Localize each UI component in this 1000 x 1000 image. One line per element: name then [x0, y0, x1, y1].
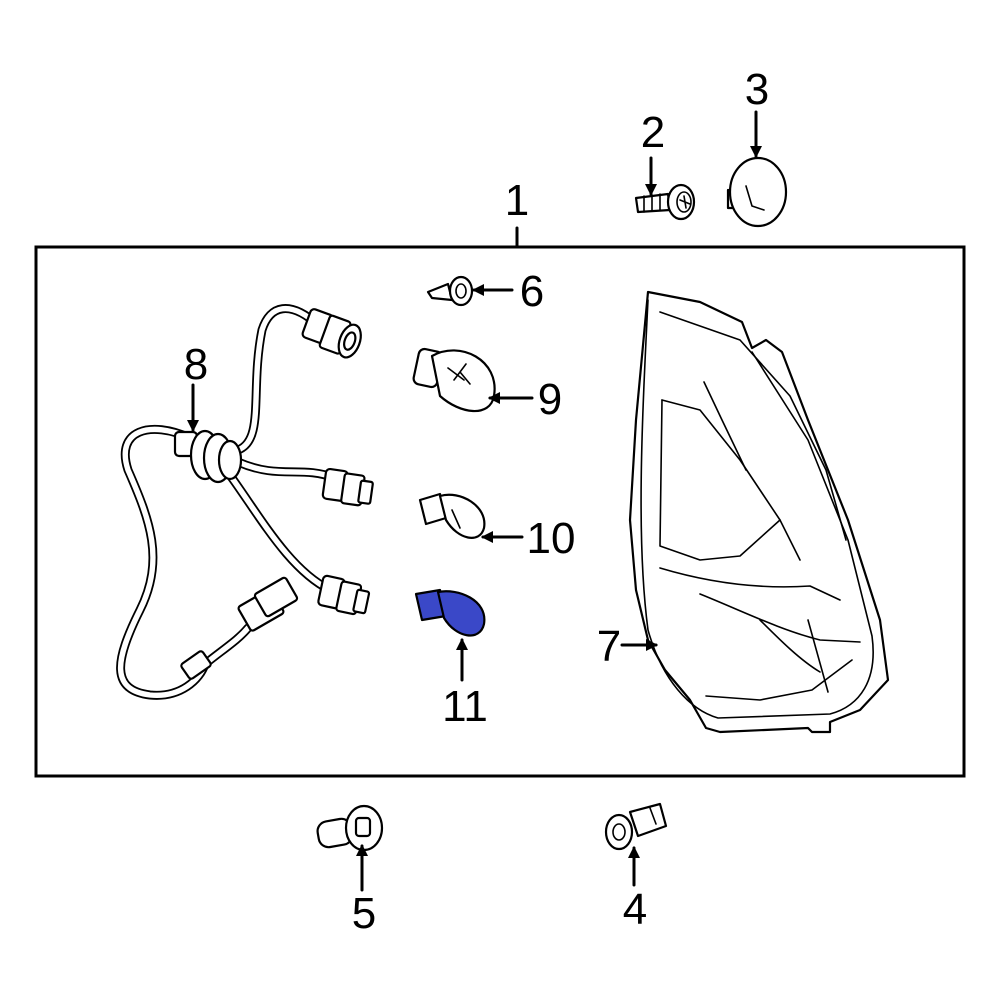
callout-label-11: 11	[442, 682, 488, 731]
callout-label-2: 2	[641, 108, 665, 157]
wedge-bulb-part[interactable]	[418, 492, 486, 539]
callout-label-1: 1	[505, 176, 529, 225]
push-clip-part[interactable]	[604, 802, 668, 851]
screw-part[interactable]	[634, 183, 696, 221]
callout-label-8: 8	[184, 340, 208, 389]
callout-label-7: 7	[597, 622, 621, 671]
highlighted-bulb-part[interactable]	[414, 588, 486, 637]
callout-label-10: 10	[527, 514, 576, 563]
callout-label-5: 5	[352, 889, 376, 938]
callout-label-9: 9	[538, 375, 562, 424]
wiring-harness[interactable]	[116, 304, 374, 700]
lamp-lens[interactable]	[628, 290, 890, 734]
bulb-part[interactable]	[412, 347, 496, 413]
socket-part[interactable]	[316, 804, 384, 852]
callout-label-3: 3	[745, 65, 769, 114]
callout-label-6: 6	[520, 267, 544, 316]
callout-label-4: 4	[623, 885, 647, 934]
cap-part[interactable]	[726, 156, 788, 228]
